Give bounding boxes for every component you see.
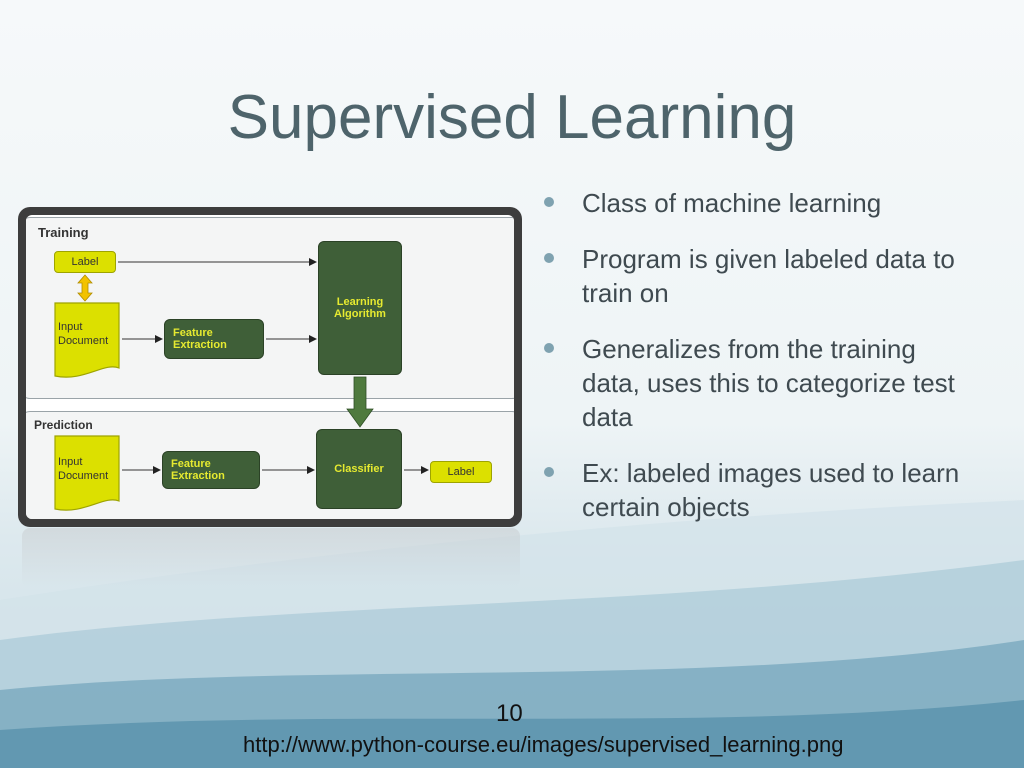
prediction-input-document-shape [54,435,120,511]
diagram-reflection [22,528,520,588]
bullet-dot-icon [544,197,554,207]
bullet-dot-icon [544,253,554,263]
prediction-title: Prediction [34,418,93,432]
classifier-box: Classifier [316,429,402,509]
double-arrow-label-document [77,274,93,302]
input-document-shape [54,302,120,378]
slide-title: Supervised Learning [227,83,797,152]
training-label-box: Label [54,251,116,273]
bullet-item: Class of machine learning [540,186,980,220]
prediction-input-document-text: Input Document [58,456,109,482]
bullet-list: Class of machine learning Program is giv… [540,186,980,546]
prediction-label-box: Label [430,461,492,483]
training-input-document-text: Input Document [58,321,109,347]
bullet-dot-icon [544,343,554,353]
page-number: 10 [496,700,523,727]
algorithm-to-classifier-arrow [346,376,374,428]
diagram-arrows [77,258,429,474]
bullet-item: Program is given labeled data to train o… [540,242,980,310]
bullet-item: Generalizes from the training data, uses… [540,332,980,434]
training-title: Training [38,225,89,240]
source-url: http://www.python-course.eu/images/super… [243,732,844,757]
bullet-dot-icon [544,467,554,477]
bullet-item: Ex: labeled images used to learn certain… [540,456,980,524]
